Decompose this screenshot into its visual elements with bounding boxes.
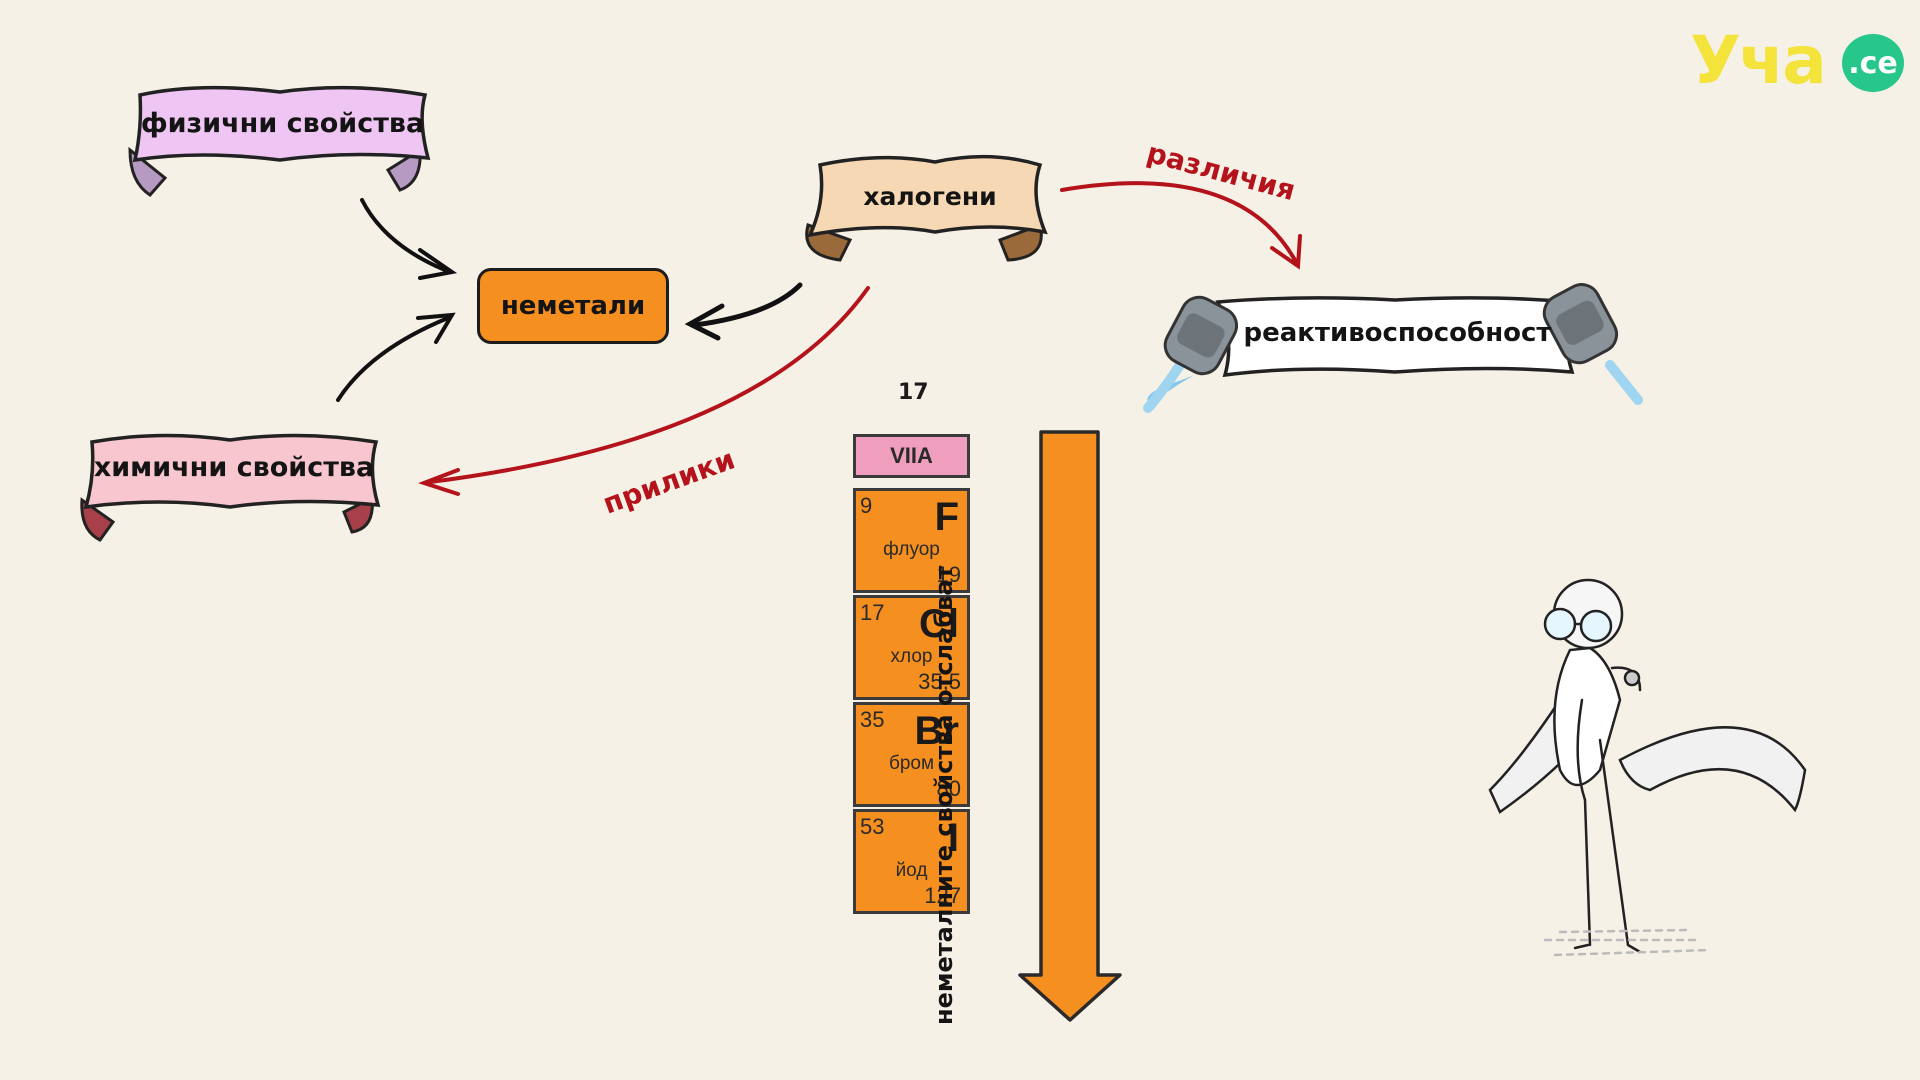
element-name: хлор — [890, 646, 933, 667]
halogens-scroll — [805, 154, 1048, 262]
group-number: 17 — [898, 380, 929, 405]
atomic-number: 9 — [860, 493, 873, 518]
element-column: 9 F флуор 19 17 Cl хлор 35,5 35 Br бром … — [853, 488, 970, 916]
element-name: йод — [895, 860, 928, 881]
element-cell-chlorine: 17 Cl хлор 35,5 — [853, 595, 970, 700]
element-symbol: I — [947, 816, 959, 860]
physical-properties-label: физични свойства — [140, 108, 425, 139]
arrow-similarities — [417, 286, 870, 496]
element-cell-fluorine: 9 F флуор 19 — [853, 488, 970, 593]
halogens-label: халогени — [863, 182, 997, 211]
arrow-halogens-to-nonmetals — [684, 282, 803, 341]
trend-arrow — [1018, 430, 1122, 1022]
group-label: VIIA — [853, 434, 970, 478]
arrow-physical-to-nonmetals — [360, 198, 458, 280]
element-cell-iodine: 53 I йод 127 — [853, 809, 970, 914]
element-symbol: Cl — [919, 602, 959, 646]
element-symbol: F — [934, 495, 959, 539]
atomic-number: 17 — [860, 600, 885, 625]
scientist-illustration — [1488, 578, 1807, 957]
atomic-mass: 127 — [924, 883, 961, 908]
chemical-properties-scroll — [80, 433, 381, 542]
element-symbol: Br — [914, 709, 959, 753]
element-cell-bromine: 35 Br бром 80 — [853, 702, 970, 807]
atomic-mass: 35,5 — [918, 669, 961, 694]
rocket-left-icon — [1143, 295, 1239, 413]
physical-properties-scroll — [128, 85, 431, 197]
nonmetals-box: неметали — [477, 268, 669, 344]
logo-text: Уча — [1690, 22, 1827, 99]
atomic-number: 35 — [860, 707, 885, 732]
atomic-mass: 80 — [936, 776, 961, 801]
rocket-right-icon — [1542, 283, 1643, 405]
element-name: бром — [888, 753, 935, 774]
logo-badge: .се — [1842, 34, 1904, 92]
atomic-number: 53 — [860, 814, 885, 839]
reactivity-scroll — [1215, 296, 1575, 378]
chemical-properties-label: химични свойства — [93, 452, 375, 483]
reactivity-label: реактивоспособност — [1243, 318, 1552, 348]
trend-text: неметалните свойства отслабват — [930, 565, 958, 1025]
arrow-chemical-to-nonmetals — [336, 312, 456, 402]
arrow-differences — [1060, 181, 1302, 270]
atomic-mass: 19 — [936, 562, 961, 587]
element-name: флуор — [883, 539, 940, 560]
